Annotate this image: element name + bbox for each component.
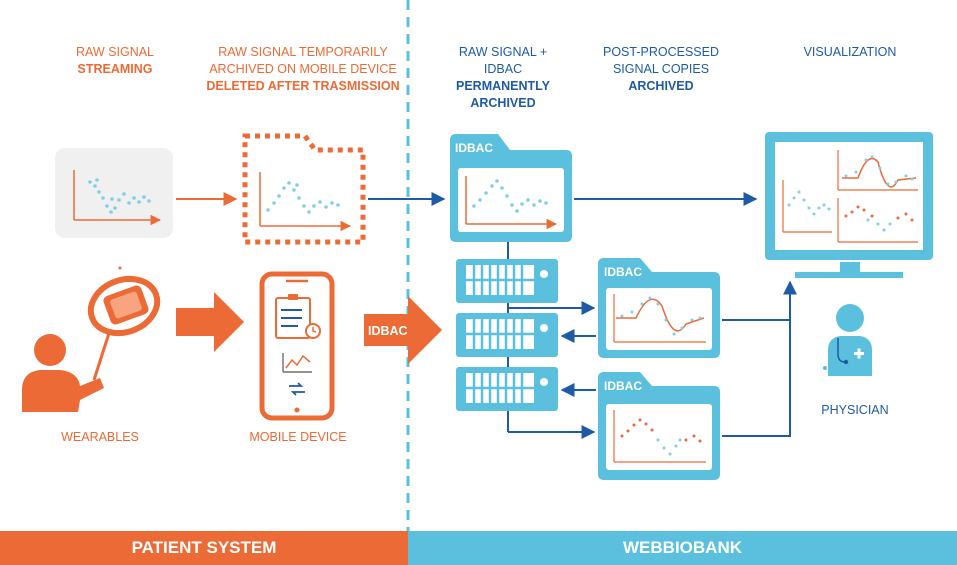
folder-tag-processed-2: IDBAC [604, 379, 642, 393]
arrow-wearable-to-mobile [176, 292, 244, 352]
stage-label-temp-archived: RAW SIGNAL TEMPORARILY ARCHIVED ON MOBIL… [206, 45, 400, 93]
patient-system-band: PATIENT SYSTEM [0, 531, 408, 565]
arrow-idbac-to-biobank [364, 296, 442, 364]
processed-copy-folder: IDBAC [598, 258, 720, 358]
physician-label: PHYSICIAN [821, 403, 889, 417]
stage-label-post-processed: POST-PROCESSED SIGNAL COPIES ARCHIVED [603, 45, 719, 93]
doctor-icon [823, 304, 872, 376]
visualization-feed-lines [722, 280, 797, 437]
signal-dots [88, 178, 151, 214]
server-rack-icon [456, 313, 558, 357]
wearables-label: WEARABLES [61, 430, 139, 444]
raw-signal-panel [55, 148, 173, 238]
stage-label-visualization: VISUALIZATION [803, 45, 897, 59]
server-rack-icon [456, 259, 558, 303]
webbiobank-band: WEBBIOBANK [408, 531, 957, 565]
folder-tag-processed-1: IDBAC [604, 265, 642, 279]
monitor-icon [765, 132, 933, 278]
mobile-device-label: MOBILE DEVICE [249, 430, 347, 444]
smartphone-icon [259, 271, 335, 421]
wrist-band-icon [22, 266, 161, 412]
idbac-arrow-label: IDBAC [368, 324, 408, 338]
server-connections [507, 242, 596, 439]
stage-label-permanent-archived: RAW SIGNAL + IDBAC PERMANENTLY ARCHIVED [456, 45, 550, 110]
stage-label-raw-streaming: RAW SIGNAL STREAMING [75, 45, 155, 76]
temporary-archive-folder [242, 133, 366, 245]
server-rack-icon [456, 367, 558, 411]
folder-tag-main: IDBAC [455, 141, 493, 155]
permanent-archive-folder: IDBAC [450, 134, 572, 242]
processed-copy-folder: IDBAC [598, 372, 720, 480]
